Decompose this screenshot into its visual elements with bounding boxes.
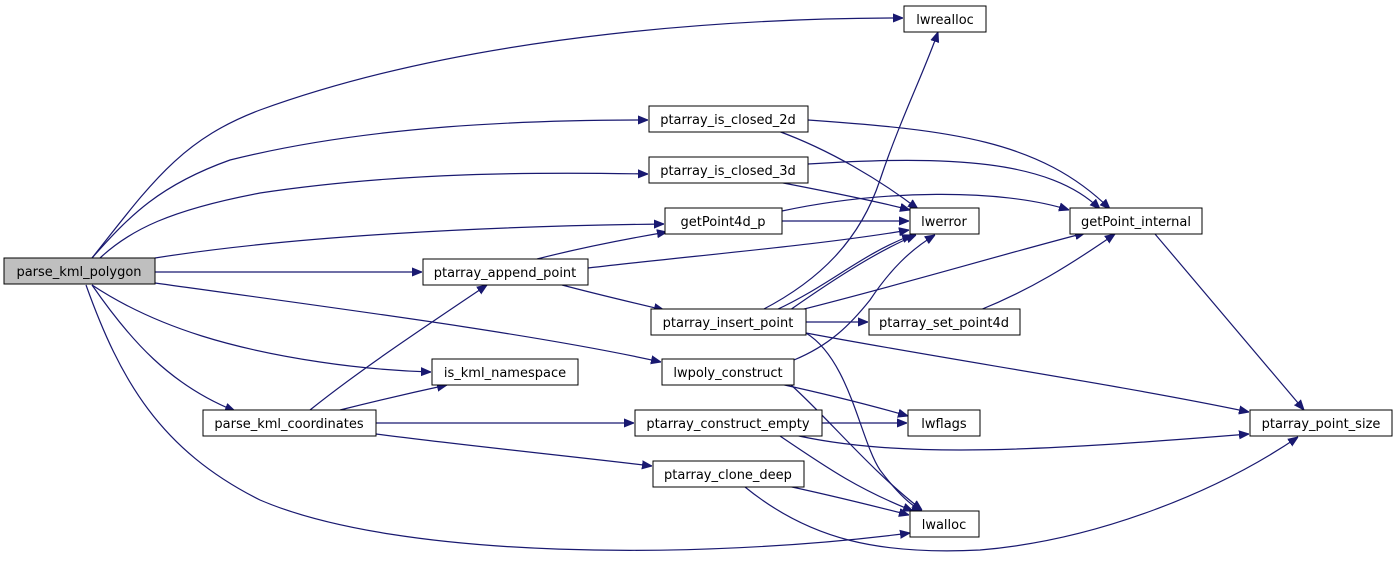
node-label: ptarray_point_size: [1262, 417, 1381, 432]
nodes: parse_kml_polygon lwrealloc ptarray_is_c…: [3, 5, 1393, 538]
node-ptarray-is-closed-3d[interactable]: ptarray_is_closed_3d: [648, 156, 809, 184]
edge-getpoint4d-p-to-getpoint-internal: [781, 193, 1069, 212]
node-lwrealloc[interactable]: lwrealloc: [903, 5, 987, 33]
edge-ptarray-is-closed-2d-to-getpoint-internal: [807, 119, 1110, 209]
edge-ptarray-set-point4d-to-getpoint-internal: [979, 234, 1115, 311]
node-lwpoly-construct[interactable]: lwpoly_construct: [661, 358, 795, 386]
edge-parse-kml-polygon-to-lwrealloc: [91, 18, 903, 259]
node-lwalloc[interactable]: lwalloc: [909, 510, 980, 538]
node-getpoint4d-p[interactable]: getPoint4d_p: [664, 207, 783, 235]
edge-ptarray-insert-point-to-getpoint-internal: [799, 233, 1085, 311]
edge-parse-kml-polygon-to-lwalloc: [85, 284, 910, 551]
node-parse-kml-coordinates[interactable]: parse_kml_coordinates: [202, 409, 377, 437]
node-ptarray-set-point4d[interactable]: ptarray_set_point4d: [868, 308, 1021, 336]
edge-parse-kml-polygon-to-is-kml-namespace: [91, 284, 431, 372]
node-getpoint-internal[interactable]: getPoint_internal: [1069, 207, 1203, 235]
edge-parse-kml-coordinates-to-is-kml-namespace: [339, 385, 447, 411]
node-label: ptarray_clone_deep: [664, 468, 792, 483]
node-ptarray-is-closed-2d[interactable]: ptarray_is_closed_2d: [648, 105, 809, 133]
node-label: lwflags: [921, 417, 967, 432]
node-label: lwrealloc: [916, 13, 974, 28]
edge-parse-kml-coordinates-to-ptarray-clone-deep: [375, 433, 652, 466]
node-ptarray-clone-deep[interactable]: ptarray_clone_deep: [652, 460, 805, 488]
edge-ptarray-clone-deep-to-lwalloc: [777, 483, 909, 515]
node-ptarray-insert-point[interactable]: ptarray_insert_point: [650, 308, 807, 336]
node-label: ptarray_insert_point: [663, 316, 794, 331]
edge-ptarray-construct-empty-to-lwalloc: [779, 435, 913, 512]
node-label: lwpoly_construct: [673, 366, 782, 381]
node-is-kml-namespace[interactable]: is_kml_namespace: [431, 358, 579, 386]
node-ptarray-construct-empty[interactable]: ptarray_construct_empty: [634, 409, 823, 437]
node-label: ptarray_is_closed_3d: [660, 164, 796, 179]
edge-parse-kml-polygon-to-lwpoly-construct: [154, 282, 661, 362]
edge-ptarray-insert-point-to-lwalloc: [805, 332, 922, 511]
node-parse-kml-polygon[interactable]: parse_kml_polygon: [3, 257, 156, 285]
edge-parse-kml-polygon-to-ptarray-is-closed-2d: [91, 120, 648, 259]
edge-lwpoly-construct-to-lwalloc: [789, 383, 922, 510]
node-label: lwalloc: [922, 518, 967, 533]
edge-ptarray-is-closed-3d-to-lwerror: [777, 181, 910, 210]
node-label: getPoint_internal: [1081, 215, 1191, 230]
node-label: ptarray_construct_empty: [646, 417, 809, 432]
node-label: is_kml_namespace: [444, 366, 566, 381]
edge-ptarray-construct-empty-to-ptarray-point-size: [789, 434, 1249, 451]
edge-parse-kml-polygon-to-parse-kml-coordinates: [91, 284, 235, 412]
edge-lwpoly-construct-to-lwflags: [779, 383, 908, 416]
node-label: ptarray_is_closed_2d: [660, 113, 796, 128]
edge-lwpoly-construct-to-lwerror: [793, 235, 935, 361]
edge-ptarray-append-point-to-lwerror: [587, 230, 909, 269]
node-label: lwerror: [921, 215, 967, 230]
node-ptarray-point-size[interactable]: ptarray_point_size: [1249, 409, 1393, 437]
node-label: ptarray_append_point: [434, 266, 577, 281]
edge-parse-kml-coordinates-to-ptarray-append-point: [309, 285, 487, 411]
node-lwflags[interactable]: lwflags: [907, 409, 981, 437]
edge-parse-kml-polygon-to-getpoint4d-p: [154, 224, 664, 259]
node-label: parse_kml_polygon: [16, 265, 141, 280]
edges: [85, 18, 1304, 552]
edge-ptarray-clone-deep-to-ptarray-point-size: [744, 437, 1298, 552]
edge-ptarray-insert-point-to-lwerror-b: [789, 234, 916, 311]
node-label: parse_kml_coordinates: [214, 417, 363, 432]
edge-ptarray-append-point-to-ptarray-insert-point: [561, 284, 664, 310]
edge-ptarray-is-closed-2d-to-lwerror: [777, 130, 918, 209]
edge-getpoint-internal-to-ptarray-point-size: [1154, 233, 1304, 410]
edge-parse-kml-polygon-to-ptarray-is-closed-3d: [99, 173, 648, 259]
node-label: ptarray_set_point4d: [879, 316, 1009, 331]
node-ptarray-append-point[interactable]: ptarray_append_point: [422, 258, 589, 286]
edge-ptarray-append-point-to-getpoint4d-p: [536, 232, 667, 260]
edge-ptarray-insert-point-to-ptarray-point-size: [805, 332, 1249, 412]
edge-ptarray-insert-point-to-lwrealloc: [761, 32, 938, 311]
node-lwerror[interactable]: lwerror: [909, 207, 980, 235]
edge-ptarray-is-closed-3d-to-getpoint-internal: [807, 159, 1100, 209]
edge-ptarray-insert-point-to-lwerror-a: [775, 235, 912, 311]
node-label: getPoint4d_p: [681, 215, 766, 230]
